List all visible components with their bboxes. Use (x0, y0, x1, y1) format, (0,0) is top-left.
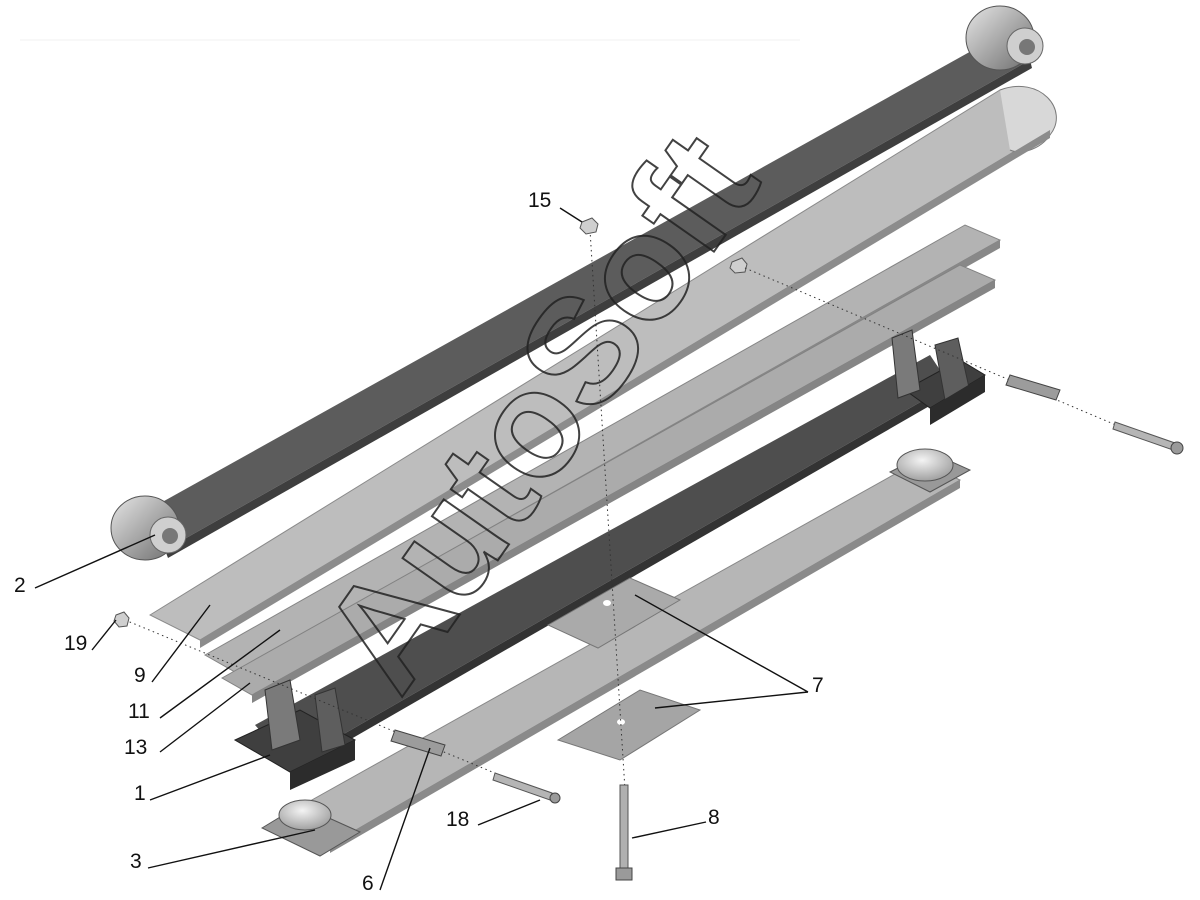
bolt-right (1112, 421, 1184, 455)
callout-15: 15 (528, 189, 551, 212)
bracket-right (891, 329, 986, 425)
bolt-18 (492, 772, 561, 804)
callout-19: 19 (64, 632, 87, 655)
nut-right (729, 257, 748, 274)
center-bolt-8 (615, 784, 633, 881)
nut-19 (113, 611, 130, 628)
leader-lines (34, 207, 809, 891)
callout-6: 6 (362, 872, 374, 895)
auxiliary-leaf-3 (260, 448, 972, 857)
callout-2: 2 (14, 574, 26, 597)
callout-3: 3 (130, 850, 142, 873)
end-pad-right (888, 448, 972, 493)
center-bolt-axis (589, 229, 626, 791)
nut-15 (579, 217, 599, 235)
pin-right (1005, 374, 1061, 401)
left-bolt-axis (124, 619, 561, 801)
plate-upper-7 (546, 577, 682, 649)
callout-13: 13 (124, 736, 147, 759)
pin-6 (390, 729, 446, 757)
main-leaf (110, 5, 1044, 561)
callout-9: 9 (134, 664, 146, 687)
eye-bushing-left (110, 495, 187, 561)
leaf-9 (148, 85, 1057, 648)
callout-11: 11 (128, 700, 150, 723)
eye-bushing-right (965, 5, 1044, 71)
callout-8: 8 (708, 806, 720, 829)
callouts: 2 9 11 13 1 3 6 18 8 7 15 19 (14, 189, 824, 895)
callout-18: 18 (446, 808, 469, 831)
callout-7: 7 (812, 674, 824, 697)
bracket-leaf-1 (233, 329, 986, 790)
callout-1: 1 (134, 782, 146, 805)
